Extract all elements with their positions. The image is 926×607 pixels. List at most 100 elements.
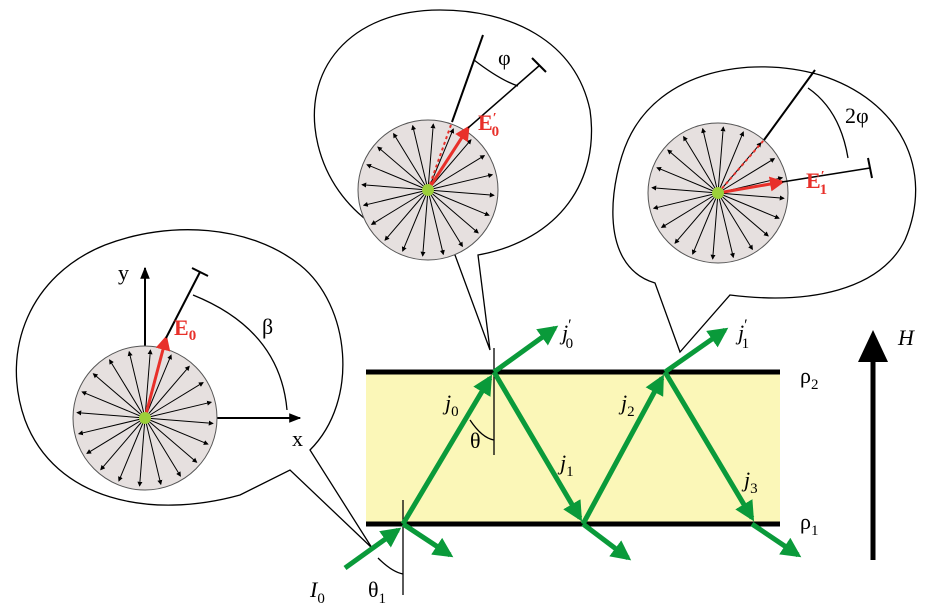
middle-ref-line (451, 34, 484, 123)
spokes-right (651, 126, 785, 260)
e0-original-dashed (427, 121, 453, 191)
beam-j0-transmitted (492, 325, 559, 375)
field-spoke (92, 373, 146, 419)
label-j1: j1 (557, 450, 574, 480)
field-spoke (86, 417, 146, 454)
theta1-arc (377, 557, 404, 575)
spokes-left (76, 349, 214, 487)
field-spoke (691, 192, 719, 255)
field-spoke (370, 189, 429, 225)
field-spoke (144, 349, 153, 419)
label-E0-prime: E′0 (478, 110, 499, 140)
field-spoke (717, 192, 769, 237)
label-j3: j3 (741, 467, 758, 497)
right-rotated-line (781, 167, 871, 183)
label-j0: j0 (442, 390, 459, 420)
beam-j0 (400, 374, 493, 526)
field-spoke (401, 189, 429, 252)
field-spoke (710, 192, 719, 260)
field-spoke (109, 359, 146, 419)
field-spoke (717, 192, 735, 259)
field-spoke (717, 192, 780, 220)
right-tick (867, 157, 873, 179)
field-spoke (100, 417, 146, 471)
field-spoke (81, 391, 146, 419)
center-dot-left (139, 412, 151, 424)
field-spoke (127, 350, 146, 419)
label-E1-prime: E′1 (806, 168, 827, 198)
label-j1-prime: j′1 (735, 317, 749, 352)
beam-j1 (491, 370, 583, 522)
e1-rotated-vector (717, 176, 785, 195)
h-arrow-head (858, 330, 888, 362)
e0-rotated-vector (426, 125, 470, 191)
center-dot-middle (422, 184, 434, 196)
field-spoke (427, 189, 463, 248)
label-theta: θ (470, 428, 481, 453)
label-phi: φ (498, 45, 511, 70)
field-spoke (717, 126, 726, 194)
label-rho1: ρ1 (800, 509, 818, 539)
e0-vector (143, 335, 171, 419)
field-spoke (144, 400, 213, 419)
beam-j1-transmitted (663, 327, 729, 375)
right-bubble-content (647, 69, 873, 264)
field-spoke (411, 124, 429, 191)
field-spoke (137, 417, 146, 487)
label-j0-prime: j′0 (559, 317, 573, 352)
field-spoke (118, 417, 146, 482)
field-spoke (144, 354, 172, 419)
field-spoke (384, 189, 429, 241)
field-spoke (377, 146, 429, 191)
beam-exit-1 (581, 522, 632, 561)
field-spoke (717, 192, 753, 251)
field-spoke (144, 417, 198, 463)
field-spoke (77, 417, 146, 436)
left-bubble-content (72, 266, 302, 491)
label-H: H (897, 325, 915, 350)
label-beta: β (262, 314, 273, 339)
beam-exit-2 (750, 521, 802, 558)
e0-direction-line (165, 271, 201, 339)
field-spoke (674, 192, 719, 244)
field-spoke (144, 417, 163, 486)
field-spoke (667, 149, 719, 194)
field-spoke (420, 189, 429, 257)
field-spoke (656, 166, 719, 194)
beam-j2 (580, 374, 665, 526)
center-dot-right (712, 187, 724, 199)
field-spoke (717, 131, 745, 194)
field-spoke (427, 189, 479, 234)
theta-arc (469, 419, 495, 441)
middle-tick (531, 57, 547, 73)
field-spoke (427, 189, 495, 198)
middle-rotated-line (467, 64, 541, 129)
phi-arc (473, 59, 519, 87)
beam-incident (343, 527, 402, 571)
field-spoke (76, 410, 146, 419)
field-spoke (717, 158, 776, 194)
beta-arc (192, 294, 288, 411)
label-rho2: ρ2 (800, 363, 818, 393)
field-spoke (660, 192, 719, 228)
field-spoke (144, 417, 214, 426)
field-spoke (393, 132, 429, 191)
field-spoke (427, 189, 490, 217)
field-spoke (717, 192, 785, 201)
label-y: y (118, 260, 129, 285)
middle-bubble-content (357, 34, 547, 261)
field-spoke (427, 123, 436, 191)
field-spoke (683, 135, 719, 194)
spokes-middle (361, 123, 495, 257)
right-ref-line (763, 69, 816, 141)
field-spoke (366, 163, 429, 191)
label-x: x (292, 426, 303, 451)
field-spoke (427, 189, 445, 256)
field-spoke (362, 189, 429, 207)
light-beams (343, 325, 802, 571)
label-I0: I0 (309, 577, 325, 607)
label-j2: j2 (618, 390, 635, 420)
field-spoke (427, 155, 486, 191)
field-spoke (144, 365, 190, 419)
field-spoke (652, 192, 719, 210)
